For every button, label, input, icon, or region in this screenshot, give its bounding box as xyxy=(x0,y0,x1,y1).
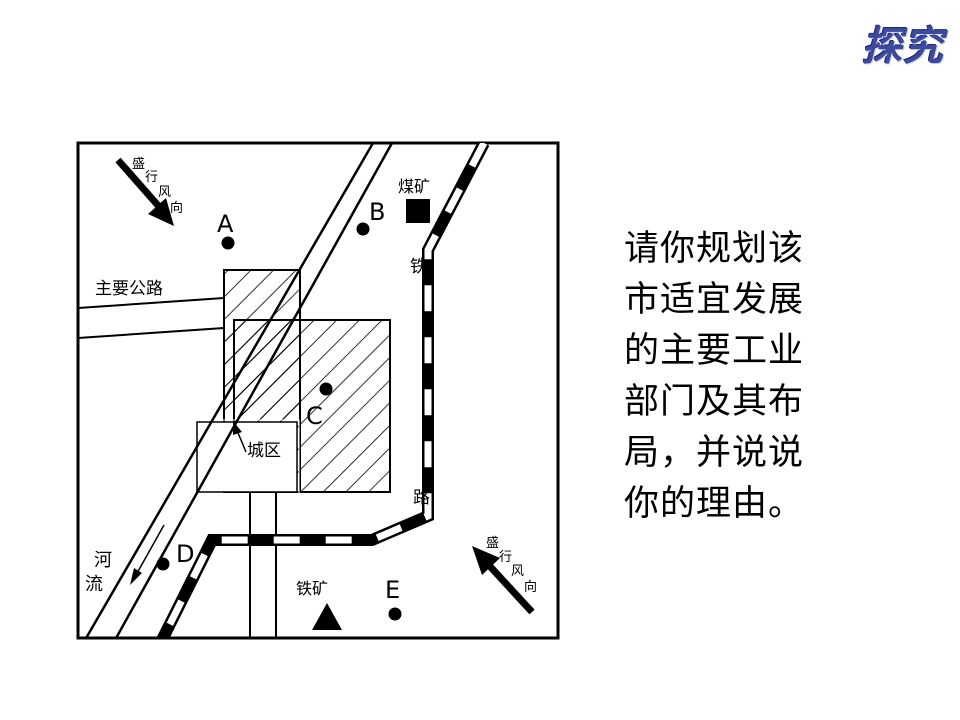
wind-arrow-top xyxy=(115,157,174,226)
point-e-label: E xyxy=(385,576,400,604)
highway xyxy=(78,297,225,339)
wind-label-bottom-4: 向 xyxy=(524,579,537,595)
river xyxy=(84,143,394,638)
question-line: 局，并说说 xyxy=(624,433,805,473)
river-label-1: 河 xyxy=(94,550,112,571)
river-label-2: 流 xyxy=(85,574,103,595)
railway xyxy=(156,143,490,638)
city-area-label: 城区 xyxy=(247,441,281,461)
wind-label-bottom-2: 行 xyxy=(499,550,512,565)
point-a-label: A xyxy=(217,210,234,238)
city-label-arrow xyxy=(233,421,247,453)
question-line: 请你规划该 xyxy=(624,229,805,269)
railway-label-2: 路 xyxy=(413,488,430,508)
point-e-marker xyxy=(388,607,402,621)
wind-label-top-3: 风 xyxy=(158,185,171,200)
wind-arrow-bottom xyxy=(472,546,535,615)
question-line: 的主要工业 xyxy=(624,331,805,371)
slide-title: 探究 xyxy=(862,23,944,70)
railway-label-1: 铁 xyxy=(410,257,427,277)
question-line: 市适宜发展 xyxy=(624,280,805,320)
point-b-label: B xyxy=(369,198,385,226)
point-b-marker xyxy=(356,222,370,236)
wind-label-bottom-3: 风 xyxy=(511,564,524,579)
point-d-marker xyxy=(156,557,170,571)
point-c-label: C xyxy=(306,402,323,430)
wind-label-top-1: 盛 xyxy=(132,157,145,172)
coal-mine-icon xyxy=(406,199,430,223)
wind-label-top-2: 行 xyxy=(145,170,158,185)
wind-label-top-4: 向 xyxy=(170,200,183,216)
question-text: 请你规划该 市适宜发展 的主要工业 部门及其布 局，并说说 你的理由。 xyxy=(624,224,864,530)
point-a-marker xyxy=(221,236,235,250)
iron-mine-label: 铁矿 xyxy=(296,579,328,598)
wind-label-bottom-1: 盛 xyxy=(486,536,499,551)
highway-label: 主要公路 xyxy=(95,279,163,299)
point-d-label: D xyxy=(176,540,194,568)
iron-mine-icon xyxy=(312,603,342,630)
side-road xyxy=(249,492,277,638)
coal-mine-label: 煤矿 xyxy=(398,177,430,196)
question-line: 你的理由。 xyxy=(624,484,805,524)
question-line: 部门及其布 xyxy=(624,382,805,422)
river-flow-arrow xyxy=(130,524,165,585)
point-c-marker xyxy=(319,382,333,396)
